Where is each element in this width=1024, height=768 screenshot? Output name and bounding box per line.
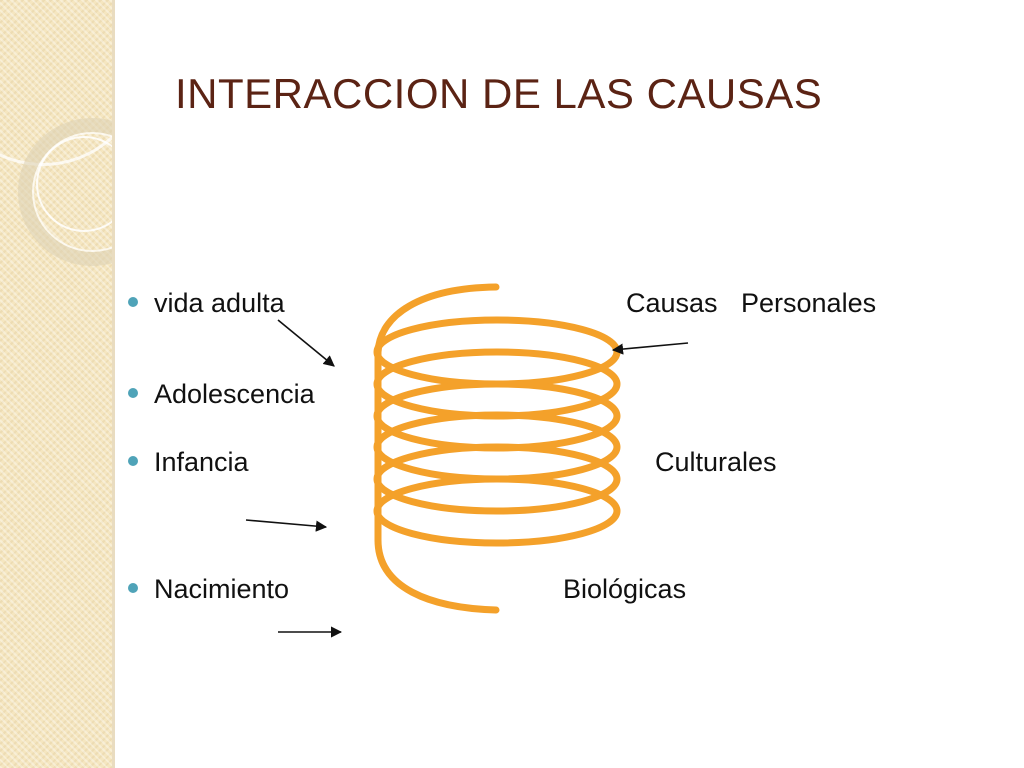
cause-label-biologicas: Biológicas [563,574,687,604]
spiral-loop [373,475,621,547]
bullet-dot-icon [128,296,138,307]
bullet-dot-icon [128,582,138,593]
bullet-item-nacimiento: Nacimiento [128,574,289,605]
bullet-label: Infancia [154,447,249,477]
bullet-dot-icon [128,455,138,466]
cause-label-personales: Personales [741,288,877,318]
arrow-personales [611,342,689,355]
cause-label-culturales: Culturales [655,447,777,477]
spiral-loop [373,411,621,483]
bullet-label: Adolescencia [154,379,315,409]
arrow-vida-adulta [277,319,335,367]
bullet-item-vida-adulta: vida adulta [128,288,285,319]
decorative-side-panel [0,0,112,768]
decorative-ring [36,136,112,232]
spiral-loop [373,348,621,420]
cause-label-causas: Causas [626,288,718,318]
bullet-label: Nacimiento [154,574,290,604]
page-title: INTERACCION DE LAS CAUSAS [175,70,823,117]
bullet-item-adolescencia: Adolescencia [128,379,315,410]
arrow-infancia [245,519,328,532]
bullet-item-infancia: Infancia [128,447,249,478]
bullet-dot-icon [128,387,138,398]
spiral-loop [373,443,621,515]
spiral-bottom-arc [374,536,500,614]
spiral-loop [373,380,621,452]
side-panel-edge [112,0,115,768]
spiral-coil [373,283,621,614]
bullet-label: vida adulta [154,288,285,318]
